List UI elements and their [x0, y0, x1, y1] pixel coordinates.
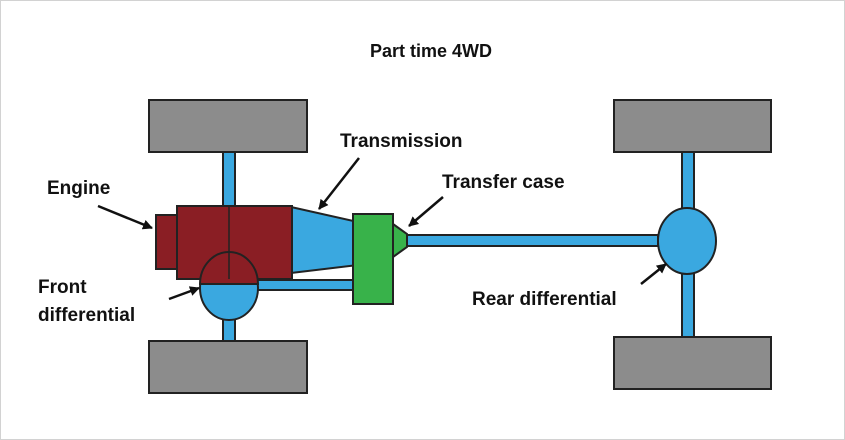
rear-differential-label: Rear differential	[472, 289, 617, 310]
front-differential-label-line1: Front	[38, 277, 87, 298]
front-right-wheel	[148, 340, 308, 394]
rear-differential	[657, 207, 717, 275]
rear-right-wheel	[613, 336, 772, 390]
engine-front-block	[155, 214, 179, 270]
transfer-case-output	[392, 222, 408, 259]
front-differential-label-line2: differential	[38, 305, 135, 326]
front-driveshaft	[252, 279, 354, 291]
transfer-case	[352, 213, 394, 305]
rear-left-wheel	[613, 99, 772, 153]
rear-differential-arrow	[640, 263, 667, 285]
engine-arrow	[97, 204, 153, 230]
transmission-label: Transmission	[340, 131, 463, 152]
transfer-case-label: Transfer case	[442, 172, 565, 193]
transmission	[290, 205, 359, 275]
front-differential-arrow	[168, 286, 200, 301]
diagram-title: Part time 4WD	[370, 41, 492, 61]
front-left-wheel	[148, 99, 308, 153]
engine-label: Engine	[47, 178, 110, 199]
rear-driveshaft	[405, 234, 659, 247]
transmission-arrow	[318, 157, 360, 210]
transfer-case-arrow	[408, 196, 444, 227]
